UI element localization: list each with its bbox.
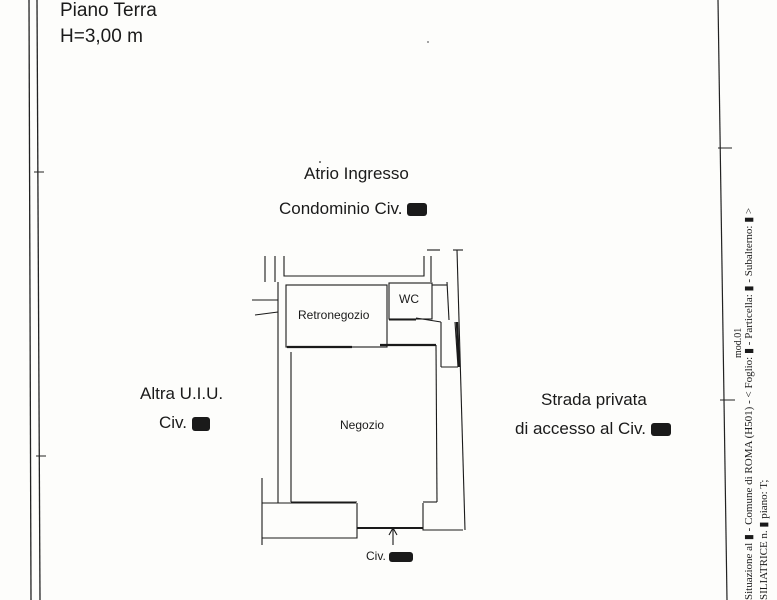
atrio-label-text: Condominio Civ. [279, 199, 403, 218]
room-retronegozio-label: Retronegozio [298, 308, 370, 322]
strada-label-line2: di accesso al Civ. [515, 419, 671, 439]
altra-uiu-label-line1: Altra U.I.U. [140, 384, 224, 403]
atrio-label-line2: Condominio Civ. [279, 199, 428, 219]
strada-label-text: di accesso al Civ. [515, 419, 647, 438]
redaction-mark [650, 423, 671, 437]
altra-uiu-label-text: Civ. [159, 413, 188, 432]
floor-title: Piano Terra [60, 0, 157, 21]
entrance-civ-text: Civ. [366, 549, 386, 563]
redaction-mark [389, 551, 414, 562]
redaction-mark [407, 203, 428, 217]
cadastral-reference-line1: Situazione al ▮ - Comune di ROMA (H501) … [743, 207, 755, 600]
room-negozio-label: Negozio [340, 418, 385, 432]
entrance-civ-label: Civ. [366, 549, 414, 563]
model-code: mod.01 [733, 327, 744, 358]
altra-uiu-label-line2: Civ. [159, 413, 210, 433]
cadastral-reference-line2: SILIATRICE n. ▮ piano: T; [758, 479, 770, 600]
floor-height: H=3,00 m [60, 26, 143, 47]
strada-label-line1: Strada privata [541, 390, 647, 409]
room-wc-label: WC [399, 292, 419, 306]
redaction-mark [191, 416, 210, 431]
atrio-label-line1: Atrio Ingresso [304, 164, 409, 183]
